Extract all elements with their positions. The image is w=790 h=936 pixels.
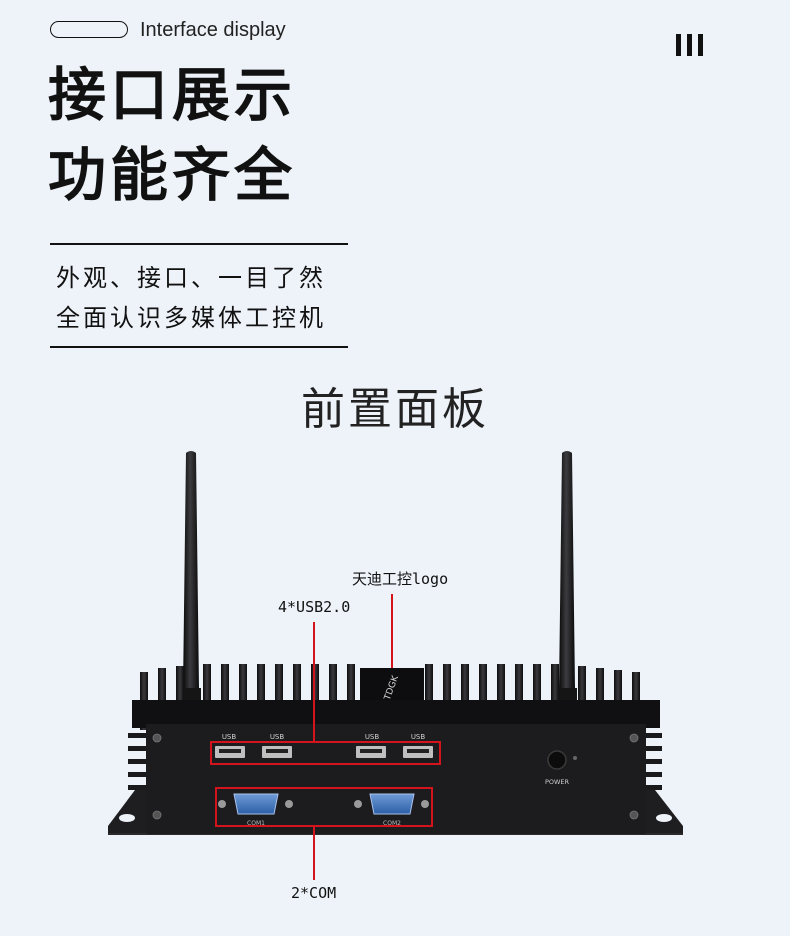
divider-top (50, 243, 348, 245)
com1-label: COM1 (247, 820, 265, 827)
com-ports (218, 793, 429, 815)
callout-com: 2*COM (291, 884, 337, 902)
callout-usb: 4*USB2.0 (278, 598, 351, 616)
usb-ports (215, 746, 433, 758)
svg-text:USB: USB (411, 733, 426, 741)
subtitle-english: Interface display (140, 19, 286, 41)
callout-lines (210, 594, 441, 880)
decorative-pill (50, 21, 128, 38)
callout-logo: 天迪工控logo (352, 570, 449, 588)
headline-line-2: 功能齐全 (48, 141, 297, 209)
description-line-1: 外观、接口、一目了然 (56, 264, 326, 292)
power-label: POWER (545, 778, 570, 786)
antenna-left (181, 451, 201, 700)
divider-bottom (50, 346, 348, 348)
section-title: 前置面板 (301, 384, 489, 435)
com2-label: COM2 (383, 820, 401, 827)
svg-text:USB: USB (365, 733, 380, 741)
description-line-2: 全面认识多媒体工控机 (56, 304, 326, 332)
power-button (547, 750, 567, 770)
svg-text:USB: USB (222, 733, 237, 741)
svg-text:USB: USB (270, 733, 285, 741)
headline-line-1: 接口展示 (48, 61, 297, 129)
menu-icon[interactable] (676, 34, 706, 58)
antenna-right (557, 451, 577, 700)
